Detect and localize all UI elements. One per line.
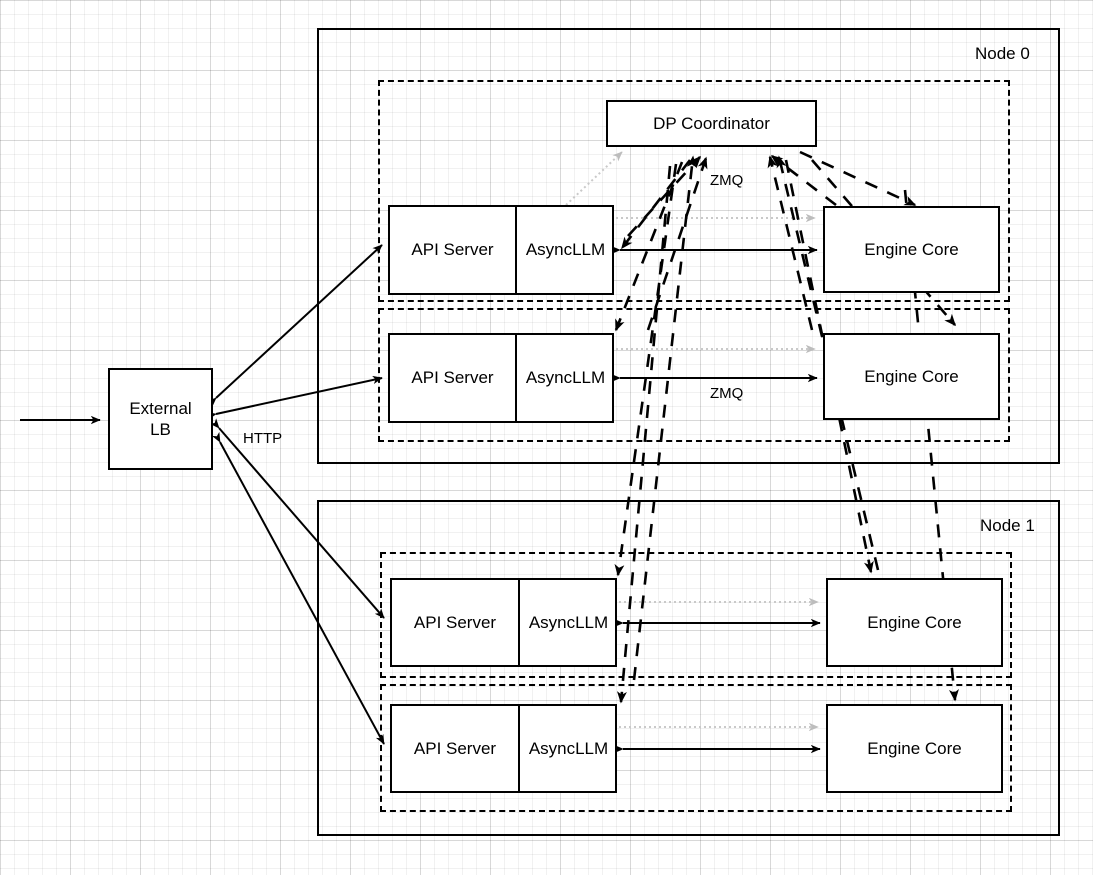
api-server-n0r1[interactable]: API Server	[390, 335, 517, 421]
dp-coordinator-box[interactable]: DP Coordinator	[606, 100, 817, 147]
engine-core-n1r1[interactable]: Engine Core	[826, 704, 1003, 793]
edge-dashed-coordinator-to-n0r1-asyncllm	[614, 161, 684, 332]
edge-dashed-n1r0-asyncllm-to-coordinator	[632, 155, 697, 681]
node-1-label: Node 1	[980, 516, 1035, 535]
edge-dashed-coordinator-to-n1r0-asyncllm	[614, 163, 678, 577]
engine-core-n0r1[interactable]: Engine Core	[823, 333, 1000, 420]
zmq-edge-label-top: ZMQ	[710, 172, 744, 189]
engine-core-label: Engine Core	[867, 612, 962, 632]
api-server-label: API Server	[413, 612, 497, 632]
api-server-label: API Server	[411, 368, 494, 387]
async-llm-n1r0[interactable]: AsyncLLM	[520, 580, 617, 665]
api-server-n1r0[interactable]: API Server	[392, 580, 520, 665]
edge-dashed-coordinator-to-n0r1-engine	[811, 159, 956, 327]
async-llm-label: AsyncLLM	[525, 368, 606, 387]
edge-lb-to-n1r1	[211, 431, 385, 745]
edge-dashed-n0r0-asyncllm-to-coordinator	[627, 155, 702, 237]
engine-core-label: Engine Core	[864, 239, 959, 259]
async-llm-n0r1[interactable]: AsyncLLM	[517, 335, 614, 421]
api-server-async-llm-n0r1[interactable]: API Server AsyncLLM	[388, 333, 614, 423]
api-server-n0r0[interactable]: API Server	[390, 207, 517, 293]
engine-core-n1r0[interactable]: Engine Core	[826, 578, 1003, 667]
async-llm-label: AsyncLLM	[528, 612, 609, 632]
zmq-edge-label-mid: ZMQ	[710, 385, 744, 402]
node-0-dp-group-0	[378, 80, 1010, 302]
edge-lb-to-n0r1	[206, 375, 383, 421]
edge-dashed-coordinator-to-n0r0-asyncllm	[620, 159, 692, 250]
external-lb-label-line2: LB	[150, 420, 171, 439]
async-llm-n0r0[interactable]: AsyncLLM	[517, 207, 614, 293]
api-server-async-llm-n1r1[interactable]: API Server AsyncLLM	[390, 704, 617, 793]
api-server-n1r1[interactable]: API Server	[392, 706, 520, 791]
edge-lb-to-n0r0	[206, 244, 383, 408]
engine-core-label: Engine Core	[864, 366, 959, 386]
http-edge-label: HTTP	[243, 430, 283, 447]
external-lb-box[interactable]: External LB	[108, 368, 213, 470]
async-llm-n1r1[interactable]: AsyncLLM	[520, 706, 617, 791]
api-server-label: API Server	[411, 240, 494, 259]
api-server-async-llm-n1r0[interactable]: API Server AsyncLLM	[390, 578, 617, 667]
external-lb-label-line1: External	[129, 398, 192, 418]
engine-core-n0r0[interactable]: Engine Core	[823, 206, 1000, 293]
node-1-dp-group-1	[380, 684, 1012, 812]
edge-dashed-coordinator-to-n1r1-asyncllm	[616, 165, 672, 704]
api-server-async-llm-n0r0[interactable]: API Server AsyncLLM	[388, 205, 614, 295]
engine-core-label: Engine Core	[867, 738, 962, 758]
dp-coordinator-label: DP Coordinator	[653, 113, 770, 133]
node-0-label: Node 0	[975, 44, 1030, 63]
edge-dashed-coordinator-to-n0r0-engine	[799, 150, 917, 207]
api-server-label: API Server	[413, 738, 497, 758]
async-llm-label: AsyncLLM	[525, 240, 606, 259]
async-llm-label: AsyncLLM	[528, 738, 609, 758]
